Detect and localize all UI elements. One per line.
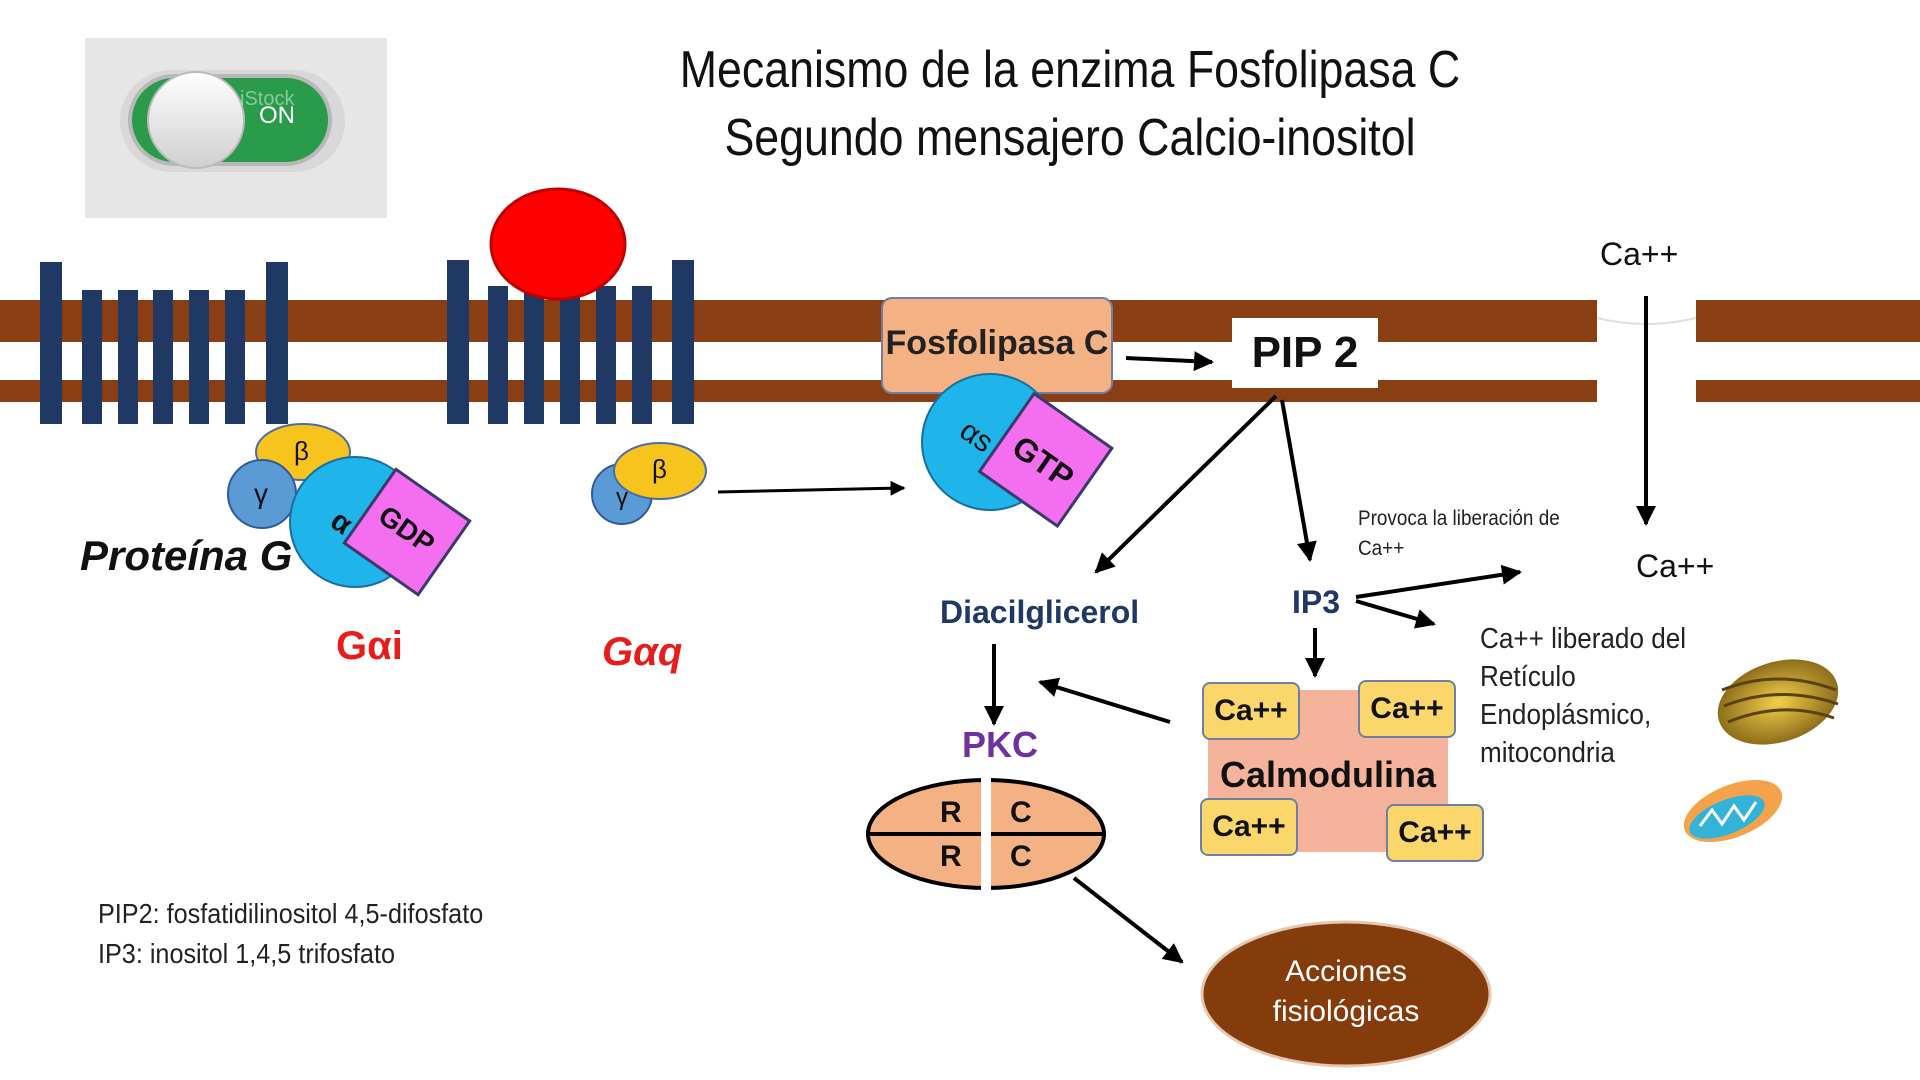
arrow-ip3-to-ca (1355, 564, 1522, 599)
gamma-label-active: γ (616, 484, 628, 511)
ca-release-note: Provoca la liberación de Ca++ (1358, 507, 1560, 560)
endoplasmic-reticulum-image (1717, 659, 1839, 745)
g-alpha-q-label: Gαq (602, 630, 683, 674)
toggle-watermark: iStock (240, 88, 295, 110)
title-line-1: Mecanismo de la enzima Fosfolipasa C (679, 41, 1461, 99)
calmodulin-ca-ion-4: Ca++ (1386, 804, 1484, 862)
toggle-on-label: ON (259, 102, 295, 129)
pkc-catalytic-1: C (1010, 796, 1032, 829)
arrows (717, 296, 1656, 964)
er-release-note: Ca++ liberado del Retículo Endoplásmico,… (1480, 620, 1686, 772)
receptor-active (447, 260, 694, 424)
actions-label: Acciones fisiológicas (1202, 952, 1490, 1032)
pip2-box (1232, 318, 1378, 388)
legend-pip2: PIP2: fosfatidilinositol 4,5-difosfato (98, 898, 484, 929)
er-note-line-3: Endoplásmico, (1480, 699, 1652, 731)
receptor-inactive (40, 262, 288, 424)
ca-extracellular-label: Ca++ (1600, 236, 1679, 272)
title-line-2: Segundo mensajero Calcio-inositol (724, 109, 1416, 167)
calmodulin-ca-ion-3: Ca++ (1200, 798, 1298, 856)
ca-intracellular-label: Ca++ (1636, 548, 1715, 584)
actions-line-1: Acciones (1285, 955, 1407, 988)
ip3-label: IP3 (1292, 584, 1341, 620)
er-note-line-4: mitocondria (1480, 737, 1615, 769)
diacilglicerol-label: Diacilglicerol (940, 594, 1140, 630)
g-alpha-i-label: Gαi (336, 624, 403, 668)
gdp-block (342, 467, 472, 597)
pkc-complex (866, 776, 1106, 892)
ligand (489, 187, 627, 301)
legend-ip3: IP3: inositol 1,4,5 trifosfato (98, 938, 395, 969)
mitochondria-image (1683, 780, 1783, 842)
calmodulin-ca-ion-2: Ca++ (1358, 680, 1456, 738)
protein-g-label: Proteína G (80, 532, 293, 579)
arrow-ip3-to-er (1355, 599, 1436, 629)
actions-line-2: fisiológicas (1272, 995, 1420, 1028)
calmodulin-ca-ion-1: Ca++ (1202, 682, 1300, 740)
abbreviation-legend: PIP2: fosfatidilinositol 4,5-difosfato I… (98, 894, 483, 974)
beta-label-active: β (652, 454, 667, 484)
beta-label: β (294, 436, 309, 466)
toggle-knob (147, 71, 245, 169)
er-note-line-1: Ca++ liberado del (1480, 623, 1687, 655)
arrow-plc-to-pip2 (1125, 351, 1214, 372)
pip2-label: PIP 2 (1251, 328, 1359, 377)
beta-subunit-active (613, 442, 707, 500)
er-note-line-2: Retículo (1480, 661, 1576, 693)
pkc-catalytic-2: C (1010, 840, 1032, 873)
arrow-pip2-to-dag (1094, 394, 1278, 574)
calmodulina-label: Calmodulina (1219, 754, 1437, 795)
g-protein-inactive (227, 423, 472, 597)
page-title: Mecanismo de la enzima Fosfolipasa C Seg… (631, 36, 1508, 172)
pkc-label: PKC (962, 724, 1039, 765)
pkc-regulatory-2: R (940, 840, 962, 873)
arrow-pip2-to-ip3 (1280, 399, 1317, 562)
actions-ellipse (1200, 920, 1492, 1068)
pkc-regulatory-1: R (940, 796, 962, 829)
fosfolipasa-c-label: Fosfolipasa C (885, 324, 1109, 362)
g-protein-active (591, 442, 707, 525)
gamma-label: γ (254, 478, 268, 509)
gtp-block (977, 391, 1114, 529)
arrow-gq-to-plc (717, 480, 906, 496)
toggle-switch (85, 38, 387, 218)
arrow-pkc-to-actions (1072, 876, 1184, 964)
arrow-calmodulin-to-dag (1038, 677, 1171, 724)
